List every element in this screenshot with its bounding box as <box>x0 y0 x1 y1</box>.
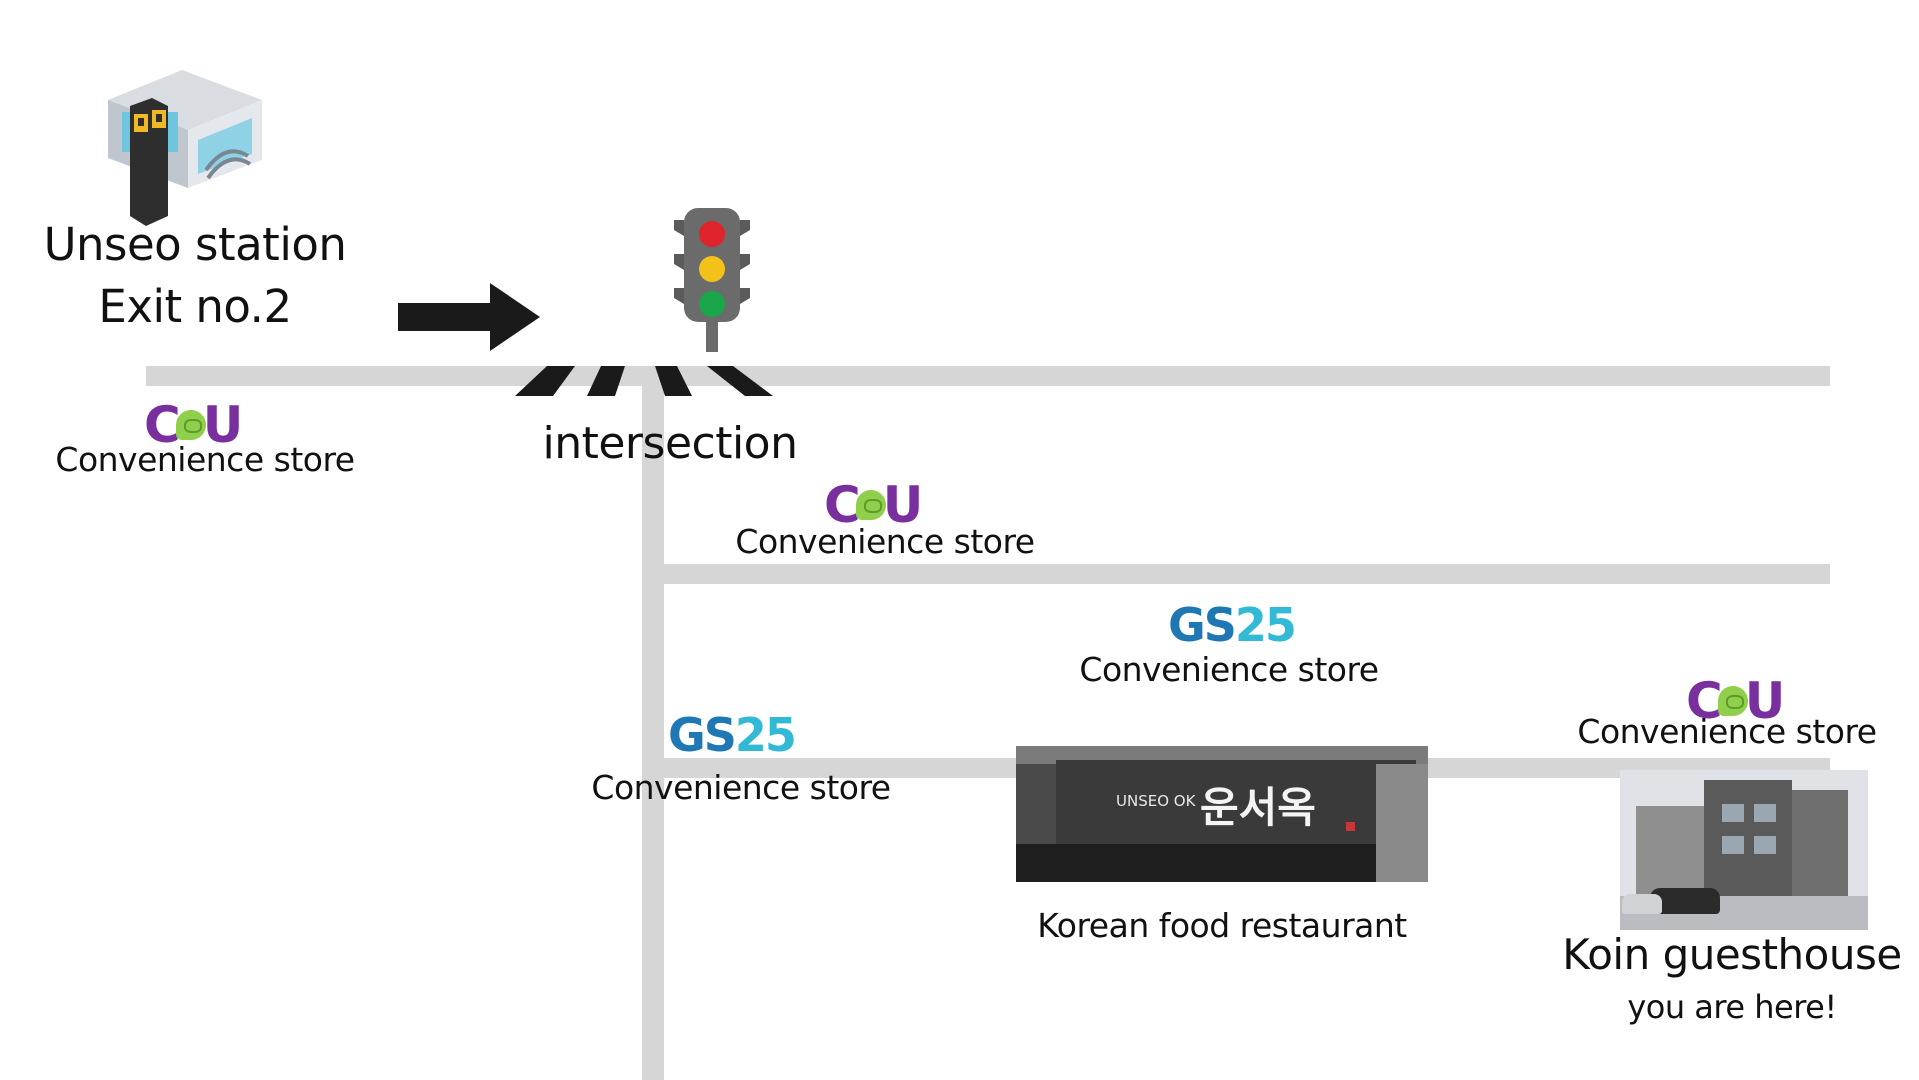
store-label: Convenience store <box>1577 712 1877 751</box>
store-label: Convenience store <box>1079 650 1379 689</box>
crosswalk <box>515 366 773 396</box>
restaurant-sign-en: UNSEO OK <box>1116 792 1196 810</box>
main-road <box>146 366 1830 386</box>
store-label: Convenience store <box>55 440 355 479</box>
traffic-light-icon <box>674 208 750 352</box>
store-label: Convenience store <box>591 768 891 807</box>
leaf-icon <box>855 490 886 520</box>
restaurant-photo: UNSEO OK 운서옥 <box>1016 746 1428 882</box>
guesthouse-name: Koin guesthouse <box>1562 930 1902 979</box>
restaurant-label: Korean food restaurant <box>1037 906 1407 945</box>
leaf-icon <box>175 410 206 440</box>
guesthouse-note: you are here! <box>1627 988 1837 1026</box>
gs25-logo: GS25 <box>668 708 797 762</box>
station-exit: Exit no.2 <box>98 280 292 333</box>
guesthouse-photo <box>1620 770 1868 930</box>
direction-arrow-icon <box>398 283 540 351</box>
second-road <box>664 564 1830 584</box>
gs25-logo: GS25 <box>1168 598 1297 652</box>
vertical-road <box>642 386 664 1080</box>
leaf-icon <box>1717 686 1748 716</box>
station-label: Unseo station Exit no.2 <box>30 214 360 338</box>
station-name: Unseo station <box>43 218 347 271</box>
subway-station-icon <box>108 70 262 226</box>
restaurant-sign-ko: 운서옥 <box>1200 783 1316 832</box>
intersection-label: intersection <box>542 418 799 469</box>
store-label: Convenience store <box>735 522 1035 561</box>
